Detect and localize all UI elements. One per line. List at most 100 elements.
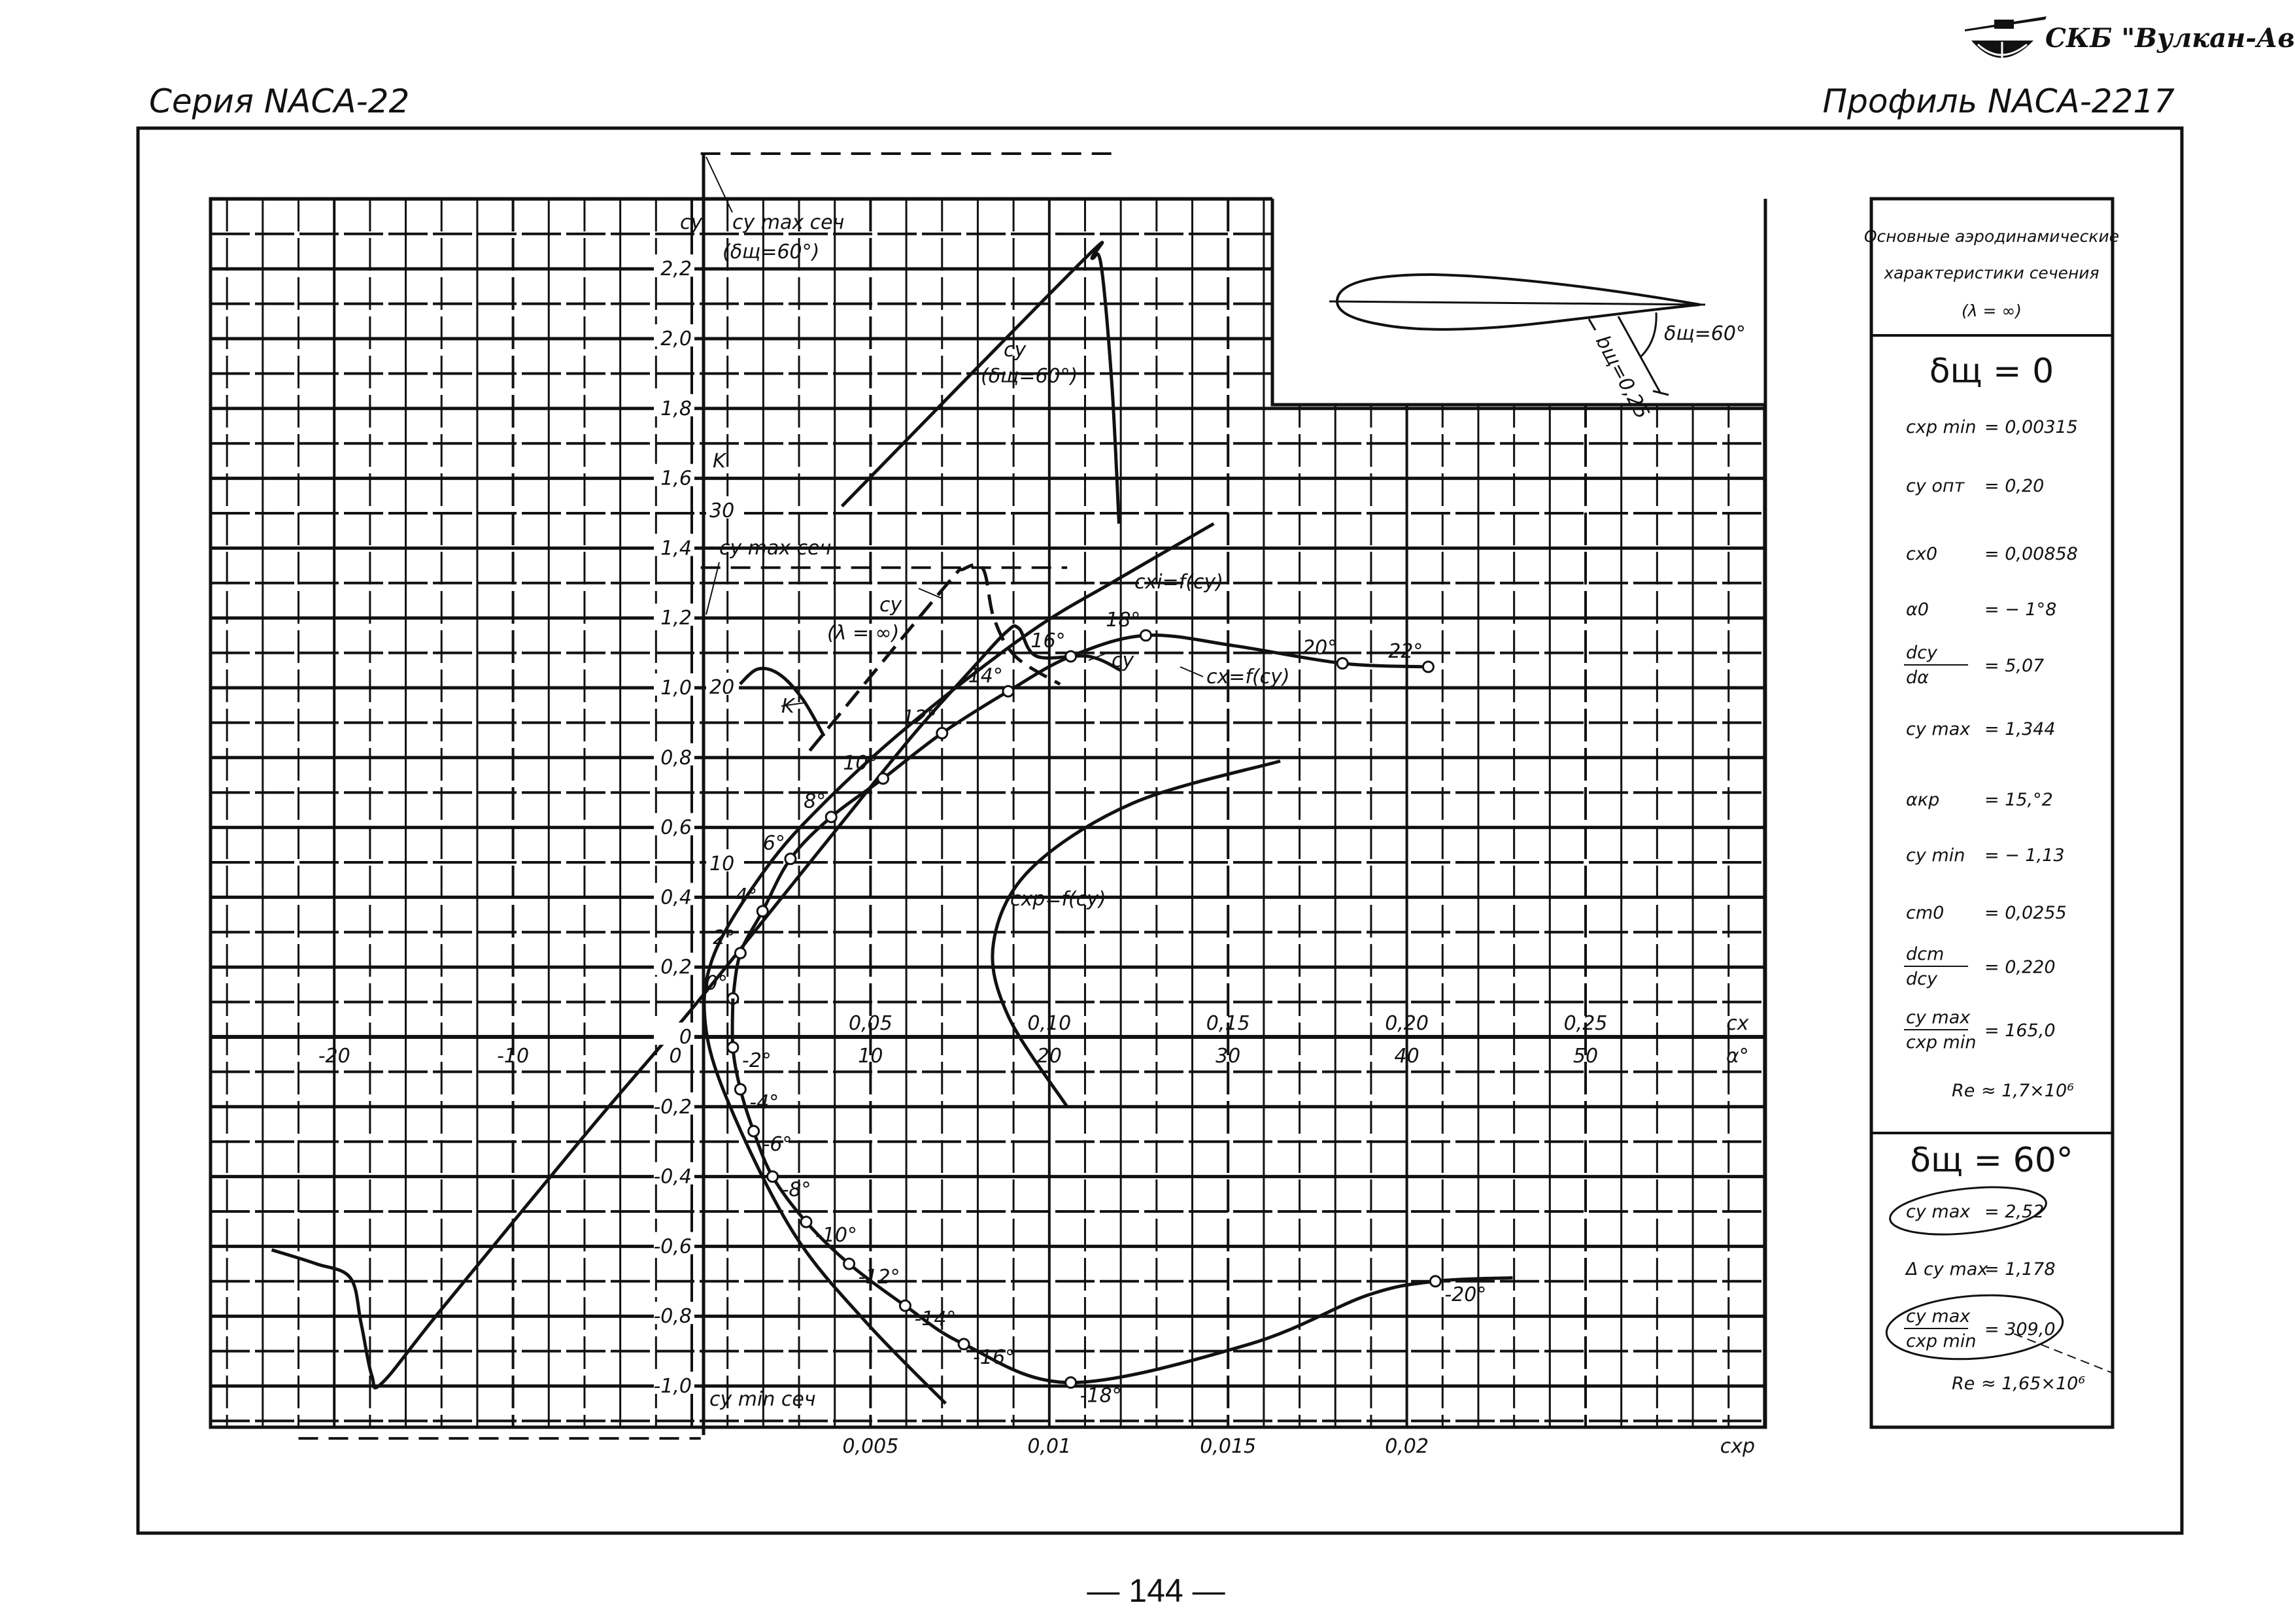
series-line: [739, 666, 826, 737]
cy-tick-label: 2,0: [660, 328, 692, 350]
data-point: [726, 1041, 740, 1054]
row-label: cy max: [1906, 719, 1971, 739]
cx-tick-label: 0,20: [1385, 1012, 1429, 1035]
cy-tick-label: 0: [679, 1026, 692, 1049]
row-label: cx0: [1906, 544, 1937, 564]
leader-lines: [706, 156, 1204, 707]
point-label: -4°: [749, 1091, 779, 1114]
chart-annotation: cy min сеч: [709, 1388, 816, 1411]
series-line: [730, 998, 1513, 1385]
profile-title: Профиль NACA-2217: [1822, 82, 2175, 120]
row-numerator: dcy: [1906, 643, 1938, 663]
data-point: [800, 1215, 813, 1228]
cy-tick-label: 0,4: [660, 886, 692, 909]
point-label: 14°: [968, 664, 1003, 687]
cxp-axis-title: cxp: [1720, 1435, 1755, 1458]
point-label: -6°: [763, 1133, 792, 1156]
chart-annotation: δщ=60°: [1664, 322, 1746, 345]
alpha-tick-label: 10: [858, 1045, 883, 1068]
alpha-tick-label: 40: [1395, 1045, 1420, 1068]
cy-tick-label: 0,6: [660, 817, 692, 839]
characteristic-row: Re≈ 1,65×10⁶: [1952, 1374, 2085, 1394]
data-point: [766, 1170, 779, 1183]
cx-tick-label: 0,25: [1564, 1012, 1608, 1035]
airfoil-inset: [1270, 196, 1768, 407]
row-value: = 0,220: [1984, 957, 2056, 977]
chart-annotation: (δщ=60°): [722, 241, 819, 263]
highlight-circle: [1889, 1186, 2047, 1236]
row-value: = 1,344: [1984, 719, 2056, 739]
row-value: = 1,178: [1984, 1259, 2056, 1279]
row-numerator: cy max: [1906, 1007, 1971, 1028]
section1-heading: δщ = 0: [1930, 352, 2054, 391]
point-label: 18°: [1106, 609, 1140, 632]
row-label: Re: [1952, 1081, 1975, 1101]
point-label: -14°: [914, 1308, 956, 1330]
point-label: 10°: [843, 752, 877, 775]
airfoil-chord: [1329, 300, 1706, 306]
alpha-tick-label: -20: [318, 1045, 350, 1068]
characteristic-row: cy max = 1,344: [1906, 719, 2056, 739]
point-label: 6°: [763, 832, 785, 855]
cy-tick-label: 0,8: [660, 747, 692, 770]
data-point: [1064, 650, 1078, 663]
panel-title-line: Основные аэродинамические: [1864, 227, 2119, 246]
chart-annotation: cxp=f(cy): [1010, 888, 1106, 911]
data-point: [898, 1299, 911, 1312]
row-denominator: cxp min: [1906, 1032, 1976, 1053]
row-label: cm0: [1906, 903, 1944, 923]
characteristic-row: dcy dα = 5,07: [1904, 643, 2044, 688]
characteristic-row: cxp min= 0,00315: [1906, 417, 2078, 437]
chart-curves: [271, 152, 1513, 1440]
row-value: = 2,52: [1984, 1202, 2044, 1222]
row-numerator: dcm: [1906, 944, 1944, 964]
characteristic-row: cm0= 0,0255: [1906, 903, 2067, 923]
characteristic-row: cy max cxp min = 165,0: [1904, 1007, 2056, 1053]
logo: СКБ "Вулкан-Авиа": [1965, 16, 2295, 69]
cxp-tick-label: 0,005: [842, 1435, 898, 1458]
pointer-line: [2013, 1333, 2113, 1374]
row-value: ≈ 1,7×10⁶: [1981, 1081, 2074, 1101]
characteristic-row: cy опт= 0,20: [1906, 476, 2044, 496]
chart-annotation: (δщ=60°): [981, 365, 1078, 388]
point-label: 20°: [1302, 637, 1337, 660]
highlight-circle: [1885, 1294, 2064, 1361]
chart-labels: 2,22,01,81,61,41,21,00,80,60,40,20-0,2-0…: [318, 211, 1755, 1458]
chart-annotation: cy max сеч: [719, 537, 831, 560]
k-axis-title: K: [713, 450, 727, 473]
panel-title-line: характеристики сечения: [1883, 263, 2099, 282]
point-label: -18°: [1080, 1385, 1122, 1408]
characteristic-row: cy min= − 1,13: [1906, 845, 2065, 866]
series-line: [702, 522, 1215, 1405]
cy-tick-label: 0,2: [660, 956, 692, 979]
chart-annotation: (λ = ∞): [827, 622, 899, 645]
row-value: = 165,0: [1984, 1021, 2056, 1041]
chart-annotation: cy: [879, 594, 902, 617]
point-label: 22°: [1388, 640, 1423, 663]
chart-annotation: cy: [1112, 649, 1134, 672]
point-label: 8°: [804, 790, 826, 813]
cy-tick-label: 1,2: [660, 607, 692, 630]
point-label: 12°: [902, 706, 937, 729]
point-label: -8°: [782, 1179, 811, 1202]
alpha-tick-label: 30: [1216, 1045, 1240, 1068]
series-line: [808, 563, 1061, 752]
plot-border: [209, 197, 1767, 1429]
cy-tick-label: -0,4: [653, 1166, 692, 1189]
row-value: = 5,07: [1984, 656, 2044, 676]
chart-annotation: cy max сеч: [732, 211, 844, 234]
data-point: [1002, 685, 1015, 698]
data-point: [734, 1083, 747, 1096]
row-value: = − 1°8: [1984, 600, 2056, 620]
cxp-tick-label: 0,015: [1200, 1435, 1256, 1458]
row-label: α0: [1906, 600, 1929, 620]
cy-tick-label: -0,6: [653, 1235, 692, 1258]
row-denominator: dα: [1906, 668, 1929, 688]
characteristic-row: Re ≈ 1,7×10⁶: [1952, 1081, 2074, 1101]
cy-tick-label: 1,8: [660, 398, 692, 420]
data-point: [877, 772, 890, 785]
cy-axis-title: cy: [680, 211, 703, 234]
characteristic-row: cy max= 2,52: [1906, 1202, 2044, 1222]
data-point: [1421, 660, 1435, 673]
